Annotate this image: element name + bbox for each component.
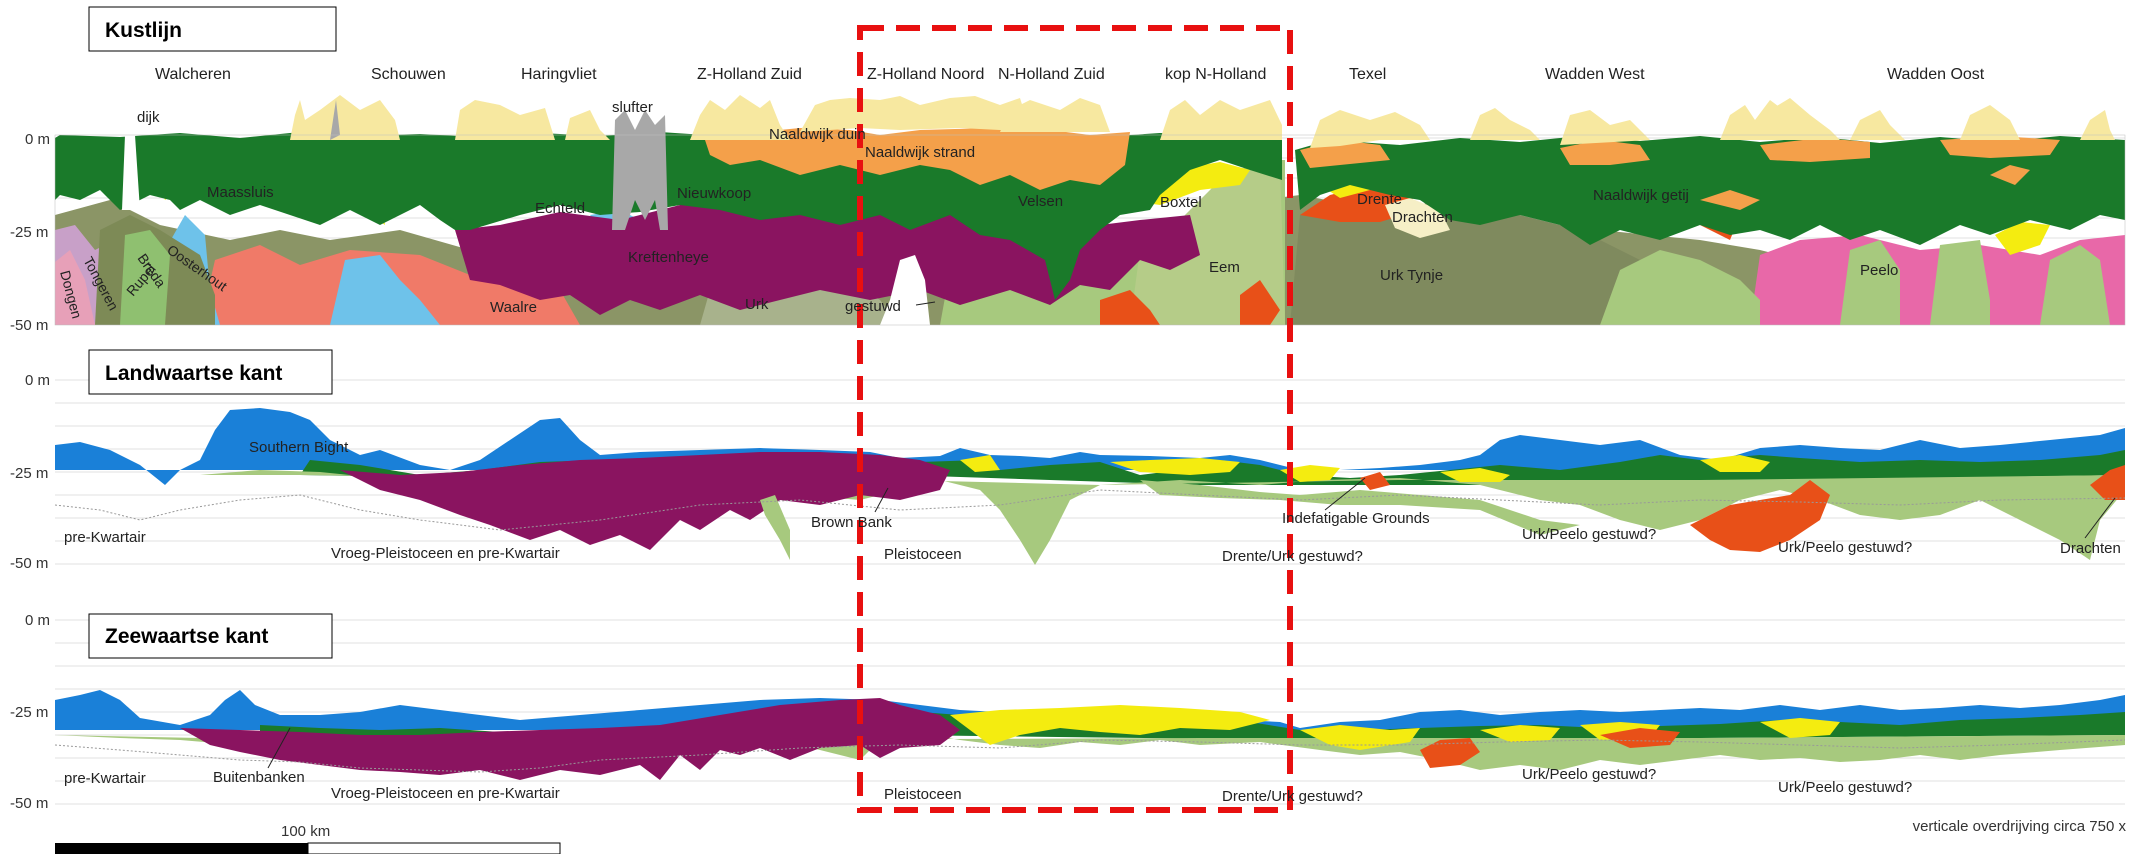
unit-label-drente-urk: Drente/Urk gestuwd?: [1222, 548, 1363, 565]
unit-label-eem: Eem: [1209, 259, 1240, 276]
y-axis-label: 0 m: [25, 131, 50, 148]
drente-red-layer: [1100, 185, 1740, 325]
valley-incision-land: [760, 495, 790, 560]
y-axis-label: -50 m: [10, 555, 48, 572]
unit-label-urk-peelo: Urk/Peelo gestuwd?: [1522, 766, 1656, 783]
region-label: Walcheren: [155, 66, 231, 83]
panel-title-landwaartse: Landwaartse kant: [105, 362, 282, 385]
unit-label-slufter: slufter: [612, 99, 653, 116]
y-axis-label: -50 m: [10, 795, 48, 812]
unit-label-dijk: dijk: [137, 109, 160, 126]
unit-label-vroeg-pleistoceen: Vroeg-Pleistoceen en pre-Kwartair: [331, 545, 560, 562]
zeewaartse-unit-labels: pre-Kwartair Buitenbanken Vroeg-Pleistoc…: [64, 766, 1912, 805]
unit-label-naaldwijk-duin: Naaldwijk duin: [769, 126, 866, 143]
unit-label-peelo: Peelo: [1860, 262, 1898, 279]
region-label: N-Holland Zuid: [998, 66, 1105, 83]
region-label: Wadden Oost: [1887, 66, 1985, 83]
unit-label-gestuwd: gestuwd: [845, 298, 901, 315]
eem-green-layer: [1130, 165, 1285, 325]
pleistocene-green-strip-land: [1140, 480, 1580, 535]
urk-tynje-layer: [1290, 200, 1710, 325]
dotted-base-line-land: [54, 489, 2126, 531]
unit-label-waalre: Waalre: [490, 299, 537, 316]
kustlijn-unit-labels: dijk slufter Naaldwijk duin Naaldwijk st…: [57, 99, 1898, 320]
panel-kustlijn: [54, 95, 2126, 326]
kustlijn-frame: [54, 134, 2126, 326]
panel-title-zeewaartse: Zeewaartse kant: [105, 625, 268, 648]
holocene-green-east-layer: [1295, 136, 2125, 245]
north-sea-blue-sea: [55, 690, 2125, 730]
title-box-kustlijn: Kustlijn: [88, 6, 337, 52]
y-axis-label: -25 m: [10, 465, 48, 482]
unit-label-drente-urk: Drente/Urk gestuwd?: [1222, 788, 1363, 805]
region-labels: Walcheren Schouwen Haringvliet Z-Holland…: [155, 66, 1985, 83]
unit-label-buitenbanken: Buitenbanken: [213, 769, 305, 786]
light-green-land: [200, 470, 2125, 565]
unit-label-indefatigable-grounds: Indefatigable Grounds: [1282, 510, 1430, 527]
unit-label-kreftenheye: Kreftenheye: [628, 249, 709, 266]
unit-label-pleistoceen: Pleistoceen: [884, 546, 962, 563]
unit-label-urk-tynje: Urk Tynje: [1380, 267, 1443, 284]
unit-label-drachten: Drachten: [2060, 540, 2121, 557]
unit-label-naaldwijk-getij: Naaldwijk getij: [1593, 187, 1689, 204]
unit-label-nieuwkoop: Nieuwkoop: [677, 185, 751, 202]
vertical-exaggeration-note: verticale overdrijving circa 750 x: [1913, 818, 2127, 835]
unit-label-southern-bight: Southern Bight: [249, 439, 349, 456]
unit-label-maassluis: Maassluis: [207, 184, 274, 201]
unit-label-echteld: Echteld: [535, 200, 585, 217]
zeewaartse-leader-lines: [267, 727, 291, 769]
y-axis-label: -50 m: [10, 317, 48, 334]
landwaartse-unit-labels: Southern Bight pre-Kwartair Vroeg-Pleist…: [64, 439, 2121, 565]
unit-label-boxtel: Boxtel: [1160, 194, 1202, 211]
y-axis-label: 0 m: [25, 612, 50, 629]
y-axis-label: 0 m: [25, 372, 50, 389]
unit-label-pre-kwartair: pre-Kwartair: [64, 770, 146, 787]
boxtel-yellow-land: [960, 455, 1770, 482]
scale-bar: 100 km: [55, 823, 561, 854]
panel-landwaartse: [54, 379, 2126, 565]
landwaartse-leader-lines: [874, 477, 2116, 539]
unit-label-urk-peelo: Urk/Peelo gestuwd?: [1778, 539, 1912, 556]
region-label: Wadden West: [1545, 66, 1645, 83]
highlight-box: [857, 25, 1293, 813]
drente-red-sea: [1420, 728, 1680, 768]
panel-title-kustlijn: Kustlijn: [105, 19, 182, 42]
dotted-base-line-sea: [54, 739, 2126, 773]
kustlijn-leader-lines: [915, 301, 936, 306]
region-label: kop N-Holland: [1165, 66, 1266, 83]
drente-red-land: [1360, 465, 2125, 552]
region-label: Texel: [1349, 66, 1386, 83]
scale-bar-label: 100 km: [281, 823, 330, 840]
y-axis-labels: 0 m -25 m -50 m 0 m -25 m -50 m 0 m -25 …: [10, 131, 50, 812]
kreftenheye-purple-sea: [180, 698, 960, 780]
breda-green-layer: [120, 230, 170, 325]
unit-label-pre-kwartair: pre-Kwartair: [64, 529, 146, 546]
unit-label-drachten: Drachten: [1392, 209, 1453, 226]
title-box-landwaartse: Landwaartse kant: [88, 349, 333, 395]
region-label: Haringvliet: [521, 66, 597, 83]
kreftenheye-purple-land: [340, 452, 950, 550]
unit-label-drente: Drente: [1357, 191, 1402, 208]
naaldwijk-strand-orange-layer: [705, 128, 2060, 210]
y-axis-label: -25 m: [10, 704, 48, 721]
region-label: Z-Holland Zuid: [697, 66, 802, 83]
peelo-green-mix-layer: [1600, 240, 2110, 325]
unit-label-pleistoceen: Pleistoceen: [884, 786, 962, 803]
unit-label-urk-peelo: Urk/Peelo gestuwd?: [1522, 526, 1656, 543]
region-label: Z-Holland Noord: [867, 66, 984, 83]
unit-label-brown-bank: Brown Bank: [811, 514, 892, 531]
unit-label-velsen: Velsen: [1018, 193, 1063, 210]
unit-label-naaldwijk-strand: Naaldwijk strand: [865, 144, 975, 161]
y-axis-label: -25 m: [10, 224, 48, 241]
unit-label-urk: Urk: [745, 296, 769, 313]
dongen-pink-layer: [55, 250, 95, 325]
panel-zeewaartse: [54, 619, 2126, 805]
region-label: Schouwen: [371, 66, 446, 83]
title-box-zeewaartse: Zeewaartse kant: [88, 613, 333, 659]
unit-label-urk-peelo: Urk/Peelo gestuwd?: [1778, 779, 1912, 796]
unit-label-vroeg-pleistoceen: Vroeg-Pleistoceen en pre-Kwartair: [331, 785, 560, 802]
